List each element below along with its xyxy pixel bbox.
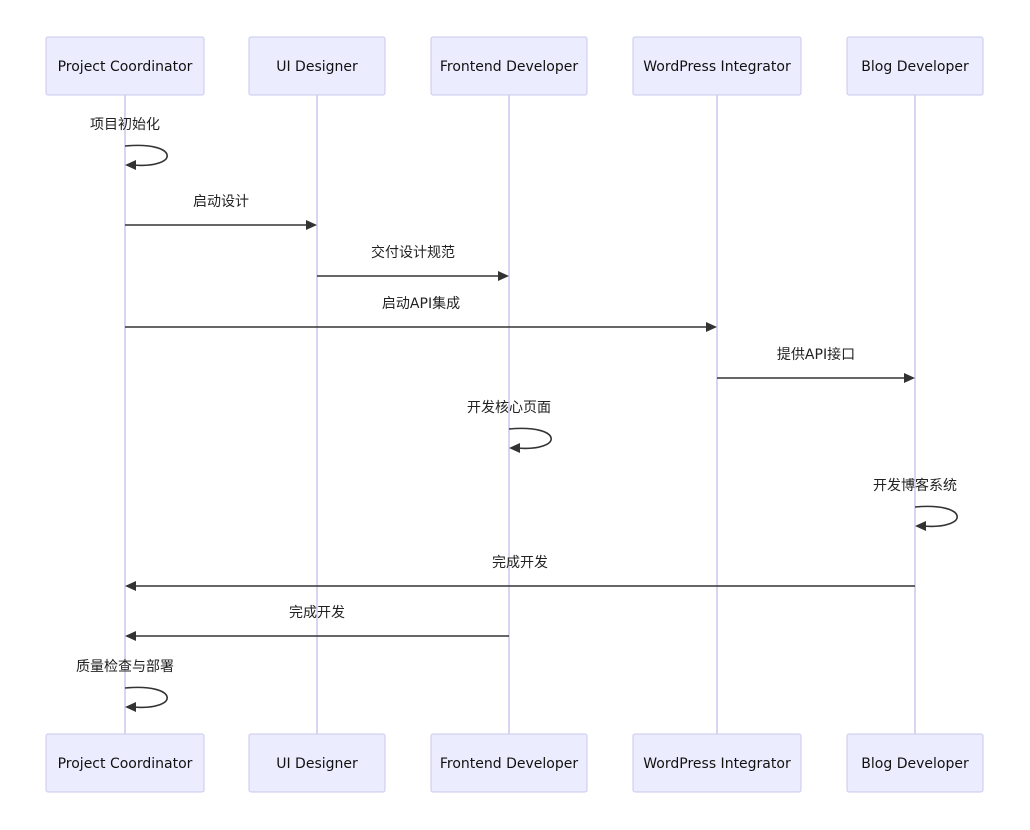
participant-label-ui-top: UI Designer [276,59,358,75]
participant-box-fe-top [430,36,588,96]
participant-label-fe-top: Frontend Developer [440,59,578,75]
arrow-head [125,702,136,712]
participant-box-bd-top [846,36,984,96]
participant-label-ui-bottom: UI Designer [276,756,358,772]
arrow-head [706,322,717,332]
message-label: 启动设计 [193,194,249,210]
message-label: 开发核心页面 [467,400,551,416]
participants-bottom: Project Coordinator UI Designer Frontend D… [45,733,984,793]
participant-box-wp-top [632,36,802,96]
message-label: 提供API接口 [777,346,855,363]
arrow-head [125,581,136,591]
arrow-head [915,521,926,531]
message-label: 启动API集成 [382,295,460,312]
message-label: 质量检查与部署 [76,659,174,675]
participant-box-bd-bottom [846,733,984,793]
participant-box-fe-bottom [430,733,588,793]
participant-label-wp-bottom: WordPress Integrator [643,756,791,772]
arrow-head [509,443,520,453]
arrow-head [904,373,915,383]
message-label: 开发博客系统 [873,477,957,494]
participant-label-wp-top: WordPress Integrator [643,59,791,75]
participant-box-pc-bottom [45,733,205,793]
self-message-loop [914,505,958,528]
arrow-head [125,160,136,170]
arrow-head [125,631,136,641]
lifelines [124,95,916,734]
message-label: 完成开发 [492,555,548,571]
participant-box-ui-top [248,36,386,96]
self-message-loop [508,427,552,450]
participant-label-bd-bottom: Blog Developer [861,756,969,772]
participants-top: Project Coordinator UI Designer Frontend D… [45,36,984,96]
arrow-head [306,220,317,230]
participant-label-fe-bottom: Frontend Developer [440,756,578,772]
participant-label-pc-top: Project Coordinator [58,59,193,75]
self-message-loop [124,144,168,167]
participant-box-pc-top [45,36,205,96]
message-label: 完成开发 [289,605,345,621]
participant-box-ui-bottom [248,733,386,793]
participant-box-wp-bottom [632,733,802,793]
participant-label-pc-bottom: Project Coordinator [58,756,193,772]
messages: 项目初始化启动设计交付设计规范启动API集成提供API接口开发核心页面开发博客系… [76,116,958,712]
message-label: 交付设计规范 [371,244,455,261]
message-label: 项目初始化 [90,116,160,133]
participant-label-bd-top: Blog Developer [861,59,969,75]
self-message-loop [124,686,168,709]
arrow-head [498,271,509,281]
